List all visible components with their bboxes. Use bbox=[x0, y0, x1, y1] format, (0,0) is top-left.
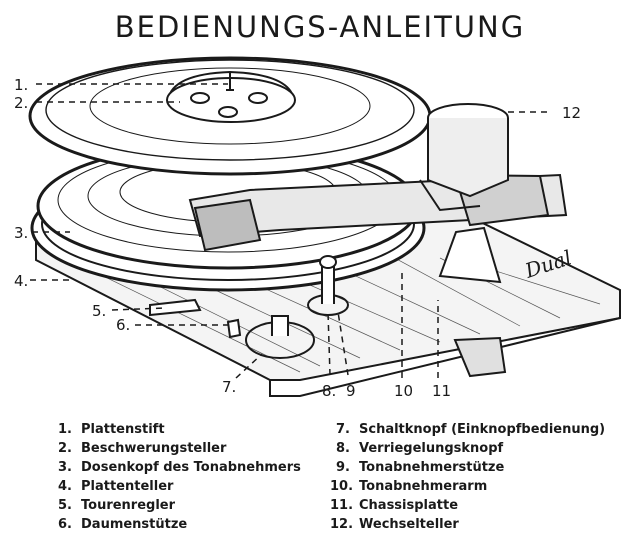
callout-8: 8. bbox=[322, 382, 337, 400]
legend-right-column: 7.Schaltknopf (Einknopfbedienung) 8.Verr… bbox=[330, 420, 605, 534]
control-knobs bbox=[149, 255, 349, 359]
callout-9: 9 bbox=[346, 382, 356, 400]
underside-bracket bbox=[453, 336, 507, 378]
legend-item: 9.Tonabnehmerstütze bbox=[336, 460, 505, 475]
legend-item: 10.Tonabnehmerarm bbox=[330, 479, 488, 494]
legend-item: 5.Tourenregler bbox=[58, 498, 176, 513]
legend-item: 1.Plattenstift bbox=[58, 422, 165, 437]
callout-10: 10 bbox=[394, 382, 414, 400]
legend-left-column: 1.Plattenstift 2.Beschwerungsteller 3.Do… bbox=[52, 420, 301, 534]
callout-12: 12 bbox=[562, 104, 582, 122]
callout-11: 11 bbox=[432, 382, 452, 400]
legend-item: 12.Wechselteller bbox=[330, 517, 459, 532]
page-title: BEDIENUNGS-ANLEITUNG bbox=[114, 10, 526, 44]
callout-7: 7. bbox=[222, 378, 237, 396]
callout-2: 2. bbox=[14, 94, 29, 112]
changer-post bbox=[419, 103, 509, 212]
callout-1: 1. bbox=[14, 76, 29, 94]
callout-6: 6. bbox=[116, 316, 131, 334]
callout-4: 4. bbox=[14, 272, 29, 290]
legend-item: 4.Plattenteller bbox=[58, 479, 174, 494]
changer-weight-plate bbox=[28, 56, 432, 176]
legend-item: 2.Beschwerungsteller bbox=[58, 441, 227, 456]
legend-item: 7.Schaltknopf (Einknopfbedienung) bbox=[336, 422, 606, 437]
legend-item: 3.Dosenkopf des Tonabnehmers bbox=[58, 460, 301, 475]
legend-item: 11.Chassisplatte bbox=[330, 498, 459, 513]
legend-item: 6.Daumenstütze bbox=[58, 517, 188, 532]
legend-item: 8.Verriegelungsknopf bbox=[336, 441, 504, 456]
callout-3: 3. bbox=[14, 224, 29, 242]
leader-lines bbox=[30, 83, 552, 379]
callout-5: 5. bbox=[92, 302, 107, 320]
